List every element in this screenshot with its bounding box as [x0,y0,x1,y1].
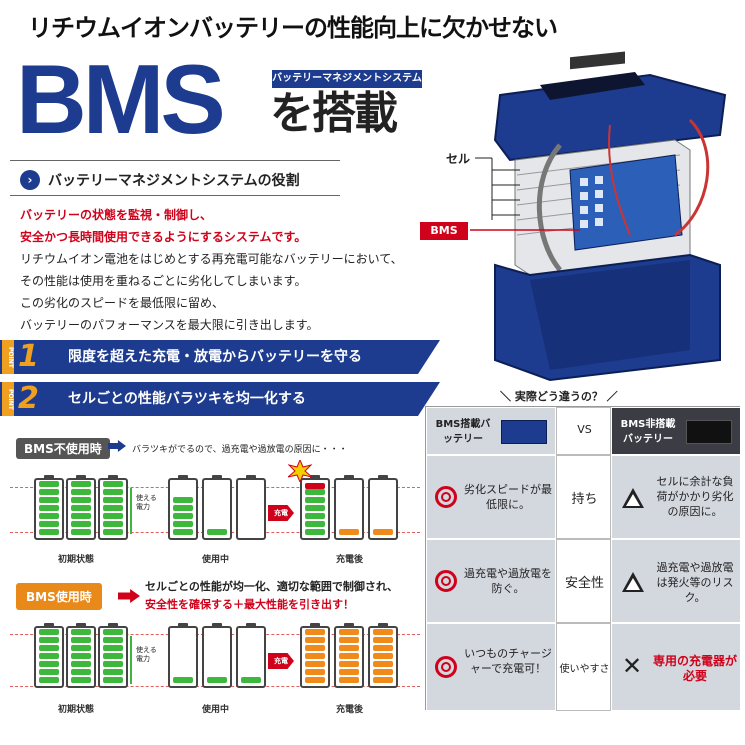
battery-cell-icon [202,623,232,688]
double-circle-icon [435,656,457,678]
divider [10,195,340,196]
comparison-table: BMS搭載バッテリー VS BMS非搭載バッテリー 劣化スピードが最低限に。 持… [425,406,741,711]
row-3-mid-text: 使いやすさ [559,664,610,675]
row-1-right: セルに余計な負荷がかかり劣化の原因に。 [611,455,741,539]
bms-not-used-badge: BMS不使用時 [16,438,110,459]
bms-tousai-text: を搭載 [270,88,398,139]
point-label: POINT [2,382,14,416]
row-1-mid-text: 持ち [571,492,598,507]
battery-cell-icon [202,475,232,540]
role-body-line: リチウムイオン電池をはじめとする再充電可能なバッテリーにおいて、 [20,252,403,266]
cross-icon: ✕ [622,652,643,680]
battery-cell-icon [368,623,398,688]
row-3-mid: 使いやすさ [556,623,611,711]
charge-arrow: 充電 [268,653,294,669]
charge-arrow: 充電 [268,505,294,521]
arrow-right-icon [118,589,140,603]
row-3-right: ✕ 専用の充電器が必要 [611,623,741,711]
battery-cell-icon [368,475,398,540]
divider [10,160,340,161]
right-header-text: BMS非搭載バッテリー [620,419,676,445]
role-red-line: バッテリーの状態を監視・制御し、 [20,208,213,222]
battery-illustration [470,51,727,382]
vs-cell: VS [556,407,611,455]
row-1-left-text: 劣化スピードが最低限に。 [464,483,552,511]
point-number: 2 [18,381,39,416]
caption-in-use: 使用中 [202,705,230,715]
battery-cell-icon [66,475,96,540]
battery-thumb-icon [686,420,732,444]
chevron-right-icon: › [20,170,40,190]
usable-power-arrow [130,636,132,684]
battery-cell-icon [168,475,198,540]
point-text: 限度を超えた充電・放電からバッテリーを守る [68,349,362,365]
row-2-left: 過充電や過放電を防ぐ。 [426,539,556,623]
row-1-left: 劣化スピードが最低限に。 [426,455,556,539]
battery-thumb-icon [501,420,547,444]
row-1-mid: 持ち [556,455,611,539]
battery-cell-icon [300,475,330,540]
bms-label: BMS [420,222,468,240]
with-note-2: 安全性を確保する＋最大性能を引き出す！ [145,598,354,611]
cell-label: セル [446,152,471,166]
point-1-bar: POINT 1 限度を超えた充電・放電からバッテリーを守る [0,339,440,374]
right-header-cell: BMS非搭載バッテリー [611,407,741,455]
triangle-icon [622,488,644,508]
arrow-right-icon [108,440,126,452]
point-text: セルごとの性能バラツキを均一化する [68,391,306,407]
row-2-right-text: 過充電や過放電は発火等のリスク。 [656,561,734,604]
battery-cell-icon [168,623,198,688]
comparison-title: ＼ 実際どう違うの？ ／ [500,390,618,403]
role-body-line: バッテリーのパフォーマンスを最大限に引き出します。 [20,318,319,332]
row-2-mid-text: 安全性 [564,576,604,591]
headline: リチウムイオンバッテリーの性能向上に欠かせない [28,14,558,42]
battery-cell-icon [66,623,96,688]
double-circle-icon [435,486,457,508]
row-1-right-text: セルに余計な負荷がかかり劣化の原因に。 [656,475,734,518]
battery-cell-icon [334,475,364,540]
role-heading-text: バッテリーマネジメントシステムの役割 [48,173,300,189]
battery-cell-icon [98,623,128,688]
left-header-text: BMS搭載バッテリー [435,419,491,445]
spark-icon [288,460,312,482]
double-circle-icon [435,570,457,592]
point-2-bar: POINT 2 セルごとの性能バラツキを均一化する [0,381,440,416]
usable-power-label: 使える電力 [136,646,157,663]
bms-title: BMS [16,44,226,154]
caption-after-charge: 充電後 [336,705,364,715]
role-red-line: 安全かつ長時間使用できるようにするシステムです。 [20,230,307,244]
row-2-left-text: 過充電や過放電を防ぐ。 [464,567,552,595]
battery-cell-icon [300,623,330,688]
without-note: バラツキがでるので、過充電や過放電の原因に・・・ [132,445,348,455]
bms-used-badge: BMS使用時 [16,583,102,610]
left-header-cell: BMS搭載バッテリー [426,407,556,455]
caption-initial: 初期状態 [58,555,95,565]
caption-after-charge: 充電後 [336,555,364,565]
battery-cell-icon [98,475,128,540]
battery-cell-icon [236,623,266,688]
point-number: 1 [18,339,39,374]
battery-cell-icon [236,475,266,540]
role-body-line: その性能は使用を重ねるごとに劣化してしまいます。 [20,274,307,288]
point-label: POINT [2,340,14,374]
row-2-mid: 安全性 [556,539,611,623]
battery-cell-icon [34,475,64,540]
caption-in-use: 使用中 [202,555,230,565]
usable-power-arrow [130,488,132,534]
role-body-line: この劣化のスピードを最低限に留め、 [20,296,225,310]
bms-subtitle-tag: バッテリーマネジメントシステム [272,70,422,88]
battery-cell-icon [34,623,64,688]
with-note-1: セルごとの性能が均一化、適切な範囲で制御され、 [145,580,398,593]
caption-initial: 初期状態 [58,705,95,715]
row-3-left: いつものチャージャーで充電可！ [426,623,556,711]
vs-text: VS [577,423,592,436]
row-3-right-text: 専用の充電器が必要 [652,654,737,683]
usable-power-label: 使える電力 [136,494,157,511]
battery-cell-icon [334,623,364,688]
row-3-left-text: いつものチャージャーで充電可！ [464,647,552,675]
role-heading: › バッテリーマネジメントシステムの役割 [20,168,300,192]
row-2-right: 過充電や過放電は発火等のリスク。 [611,539,741,623]
triangle-icon [622,572,644,592]
